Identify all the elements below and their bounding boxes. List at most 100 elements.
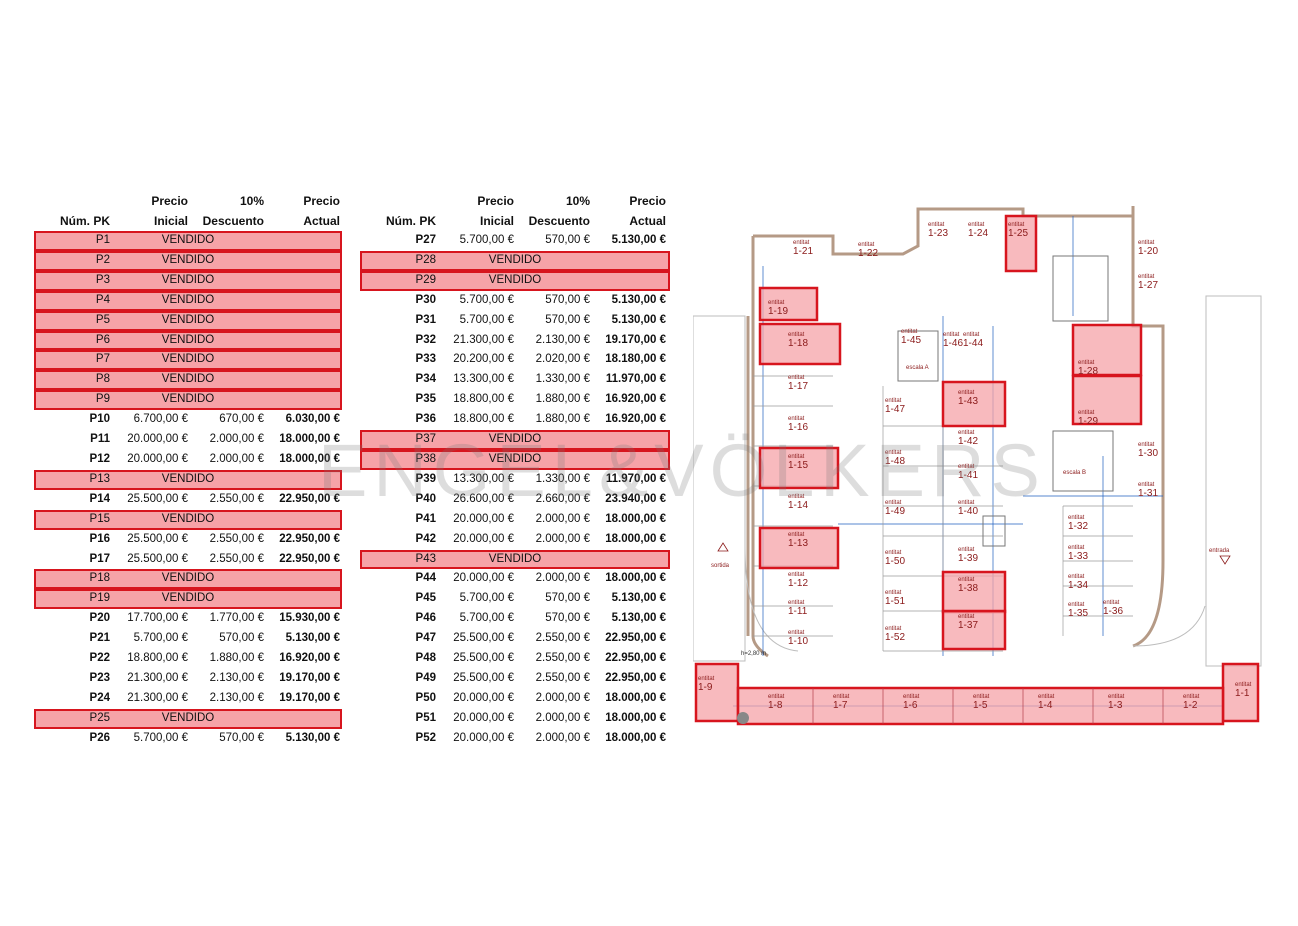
- cell-descuento: 570,00 €: [545, 612, 590, 625]
- space-number-1-22: 1-22: [858, 248, 878, 259]
- space-number-1-15: 1-15: [788, 460, 808, 471]
- space-number-1-37: 1-37: [958, 620, 978, 631]
- cell-num: P2: [95, 253, 110, 266]
- space-number-1-52: 1-52: [885, 632, 905, 643]
- cell-precio-actual: 5.130,00 €: [611, 293, 666, 306]
- cell-num: P30: [415, 293, 436, 306]
- sold-space-1-15: [758, 446, 840, 490]
- cell-sold-status: VENDIDO: [161, 253, 215, 266]
- cell-descuento: 2.550,00 €: [535, 632, 590, 645]
- entry-arrow-icon: [1219, 555, 1231, 565]
- cell-precio-actual: 16.920,00 €: [279, 652, 340, 665]
- cell-num: P3: [95, 273, 110, 286]
- cell-precio-actual: 18.000,00 €: [605, 691, 666, 704]
- cell-num: P39: [415, 472, 436, 485]
- space-number-1-20: 1-20: [1138, 246, 1158, 257]
- height-label: h=2,80 m: [741, 651, 766, 657]
- space-label-1-52: entitat: [885, 626, 902, 632]
- cell-precio-actual: 18.000,00 €: [279, 452, 340, 465]
- cell-precio-actual: 6.030,00 €: [285, 413, 340, 426]
- cell-precio-actual: 16.920,00 €: [605, 413, 666, 426]
- space-number-1-14: 1-14: [788, 500, 808, 511]
- cell-sold-status: VENDIDO: [161, 373, 215, 386]
- cell-precio-actual: 22.950,00 €: [279, 532, 340, 545]
- cell-num: P34: [415, 373, 436, 386]
- cell-precio-actual: 19.170,00 €: [279, 691, 340, 704]
- table-row-sold: P2 VENDIDO: [34, 250, 342, 271]
- space-label-1-29: entitat: [1078, 410, 1095, 416]
- space-label-1-44: entitat: [963, 332, 980, 338]
- space-label-1-2: entitat: [1183, 694, 1200, 700]
- space-label-1-48: entitat: [885, 450, 902, 456]
- access-circle-icon: [737, 712, 749, 724]
- space-number-1-18: 1-18: [788, 338, 808, 349]
- cell-num: P28: [415, 253, 436, 266]
- sold-space-1-29: [1071, 374, 1143, 426]
- space-label-1-41: entitat: [958, 464, 975, 470]
- cell-num: P21: [89, 632, 110, 645]
- space-label-1-25: entitat: [1008, 222, 1025, 228]
- plan-sold-spaces: [694, 214, 1260, 726]
- cell-num: P52: [415, 731, 436, 744]
- cell-num: P26: [89, 731, 110, 744]
- header-actual-2: Actual: [629, 214, 666, 228]
- cell-num: P41: [415, 512, 436, 525]
- cell-num: P17: [89, 552, 110, 565]
- cell-precio-inicial: 20.000,00 €: [453, 572, 514, 585]
- cell-num: P10: [89, 413, 110, 426]
- cell-descuento: 2.130,00 €: [209, 691, 264, 704]
- cell-num: P25: [89, 711, 110, 724]
- space-number-1-10: 1-10: [788, 636, 808, 647]
- cell-num: P32: [415, 333, 436, 346]
- header-actual-1: Precio: [629, 194, 666, 208]
- cell-sold-status: VENDIDO: [161, 572, 215, 585]
- space-label-1-19: entitat: [768, 300, 785, 306]
- space-number-1-30: 1-30: [1138, 448, 1158, 459]
- cell-descuento: 570,00 €: [545, 592, 590, 605]
- space-number-1-19: 1-19: [768, 306, 788, 317]
- cell-precio-actual: 18.000,00 €: [605, 711, 666, 724]
- cell-num: P11: [90, 433, 110, 446]
- cell-num: P35: [415, 393, 436, 406]
- cell-num: P14: [89, 492, 110, 505]
- cell-descuento: 2.550,00 €: [535, 671, 590, 684]
- space-label-1-45: entitat: [901, 329, 918, 335]
- space-number-1-42: 1-42: [958, 436, 978, 447]
- cell-precio-actual: 22.950,00 €: [279, 492, 340, 505]
- cell-precio-actual: 22.950,00 €: [605, 652, 666, 665]
- space-number-1-43: 1-43: [958, 396, 978, 407]
- space-number-1-38: 1-38: [958, 583, 978, 594]
- cell-descuento: 570,00 €: [545, 313, 590, 326]
- space-number-1-47: 1-47: [885, 404, 905, 415]
- header-actual-2: Actual: [303, 214, 340, 228]
- cell-descuento: 1.330,00 €: [535, 472, 590, 485]
- cell-num: P50: [415, 691, 436, 704]
- cell-num: P29: [415, 273, 436, 286]
- cell-precio-actual: 18.180,00 €: [605, 353, 666, 366]
- cell-precio-actual: 22.950,00 €: [605, 632, 666, 645]
- cell-precio-actual: 5.130,00 €: [611, 592, 666, 605]
- cell-num: P42: [415, 532, 436, 545]
- cell-precio-inicial: 20.000,00 €: [453, 731, 514, 744]
- cell-descuento: 570,00 €: [219, 731, 264, 744]
- space-number-1-25: 1-25: [1008, 228, 1028, 239]
- sold-space-1-37: [941, 609, 1007, 651]
- cell-precio-inicial: 20.000,00 €: [453, 711, 514, 724]
- space-label-1-18: entitat: [788, 332, 805, 338]
- space-number-1-50: 1-50: [885, 556, 905, 567]
- space-label-1-33: entitat: [1068, 545, 1085, 551]
